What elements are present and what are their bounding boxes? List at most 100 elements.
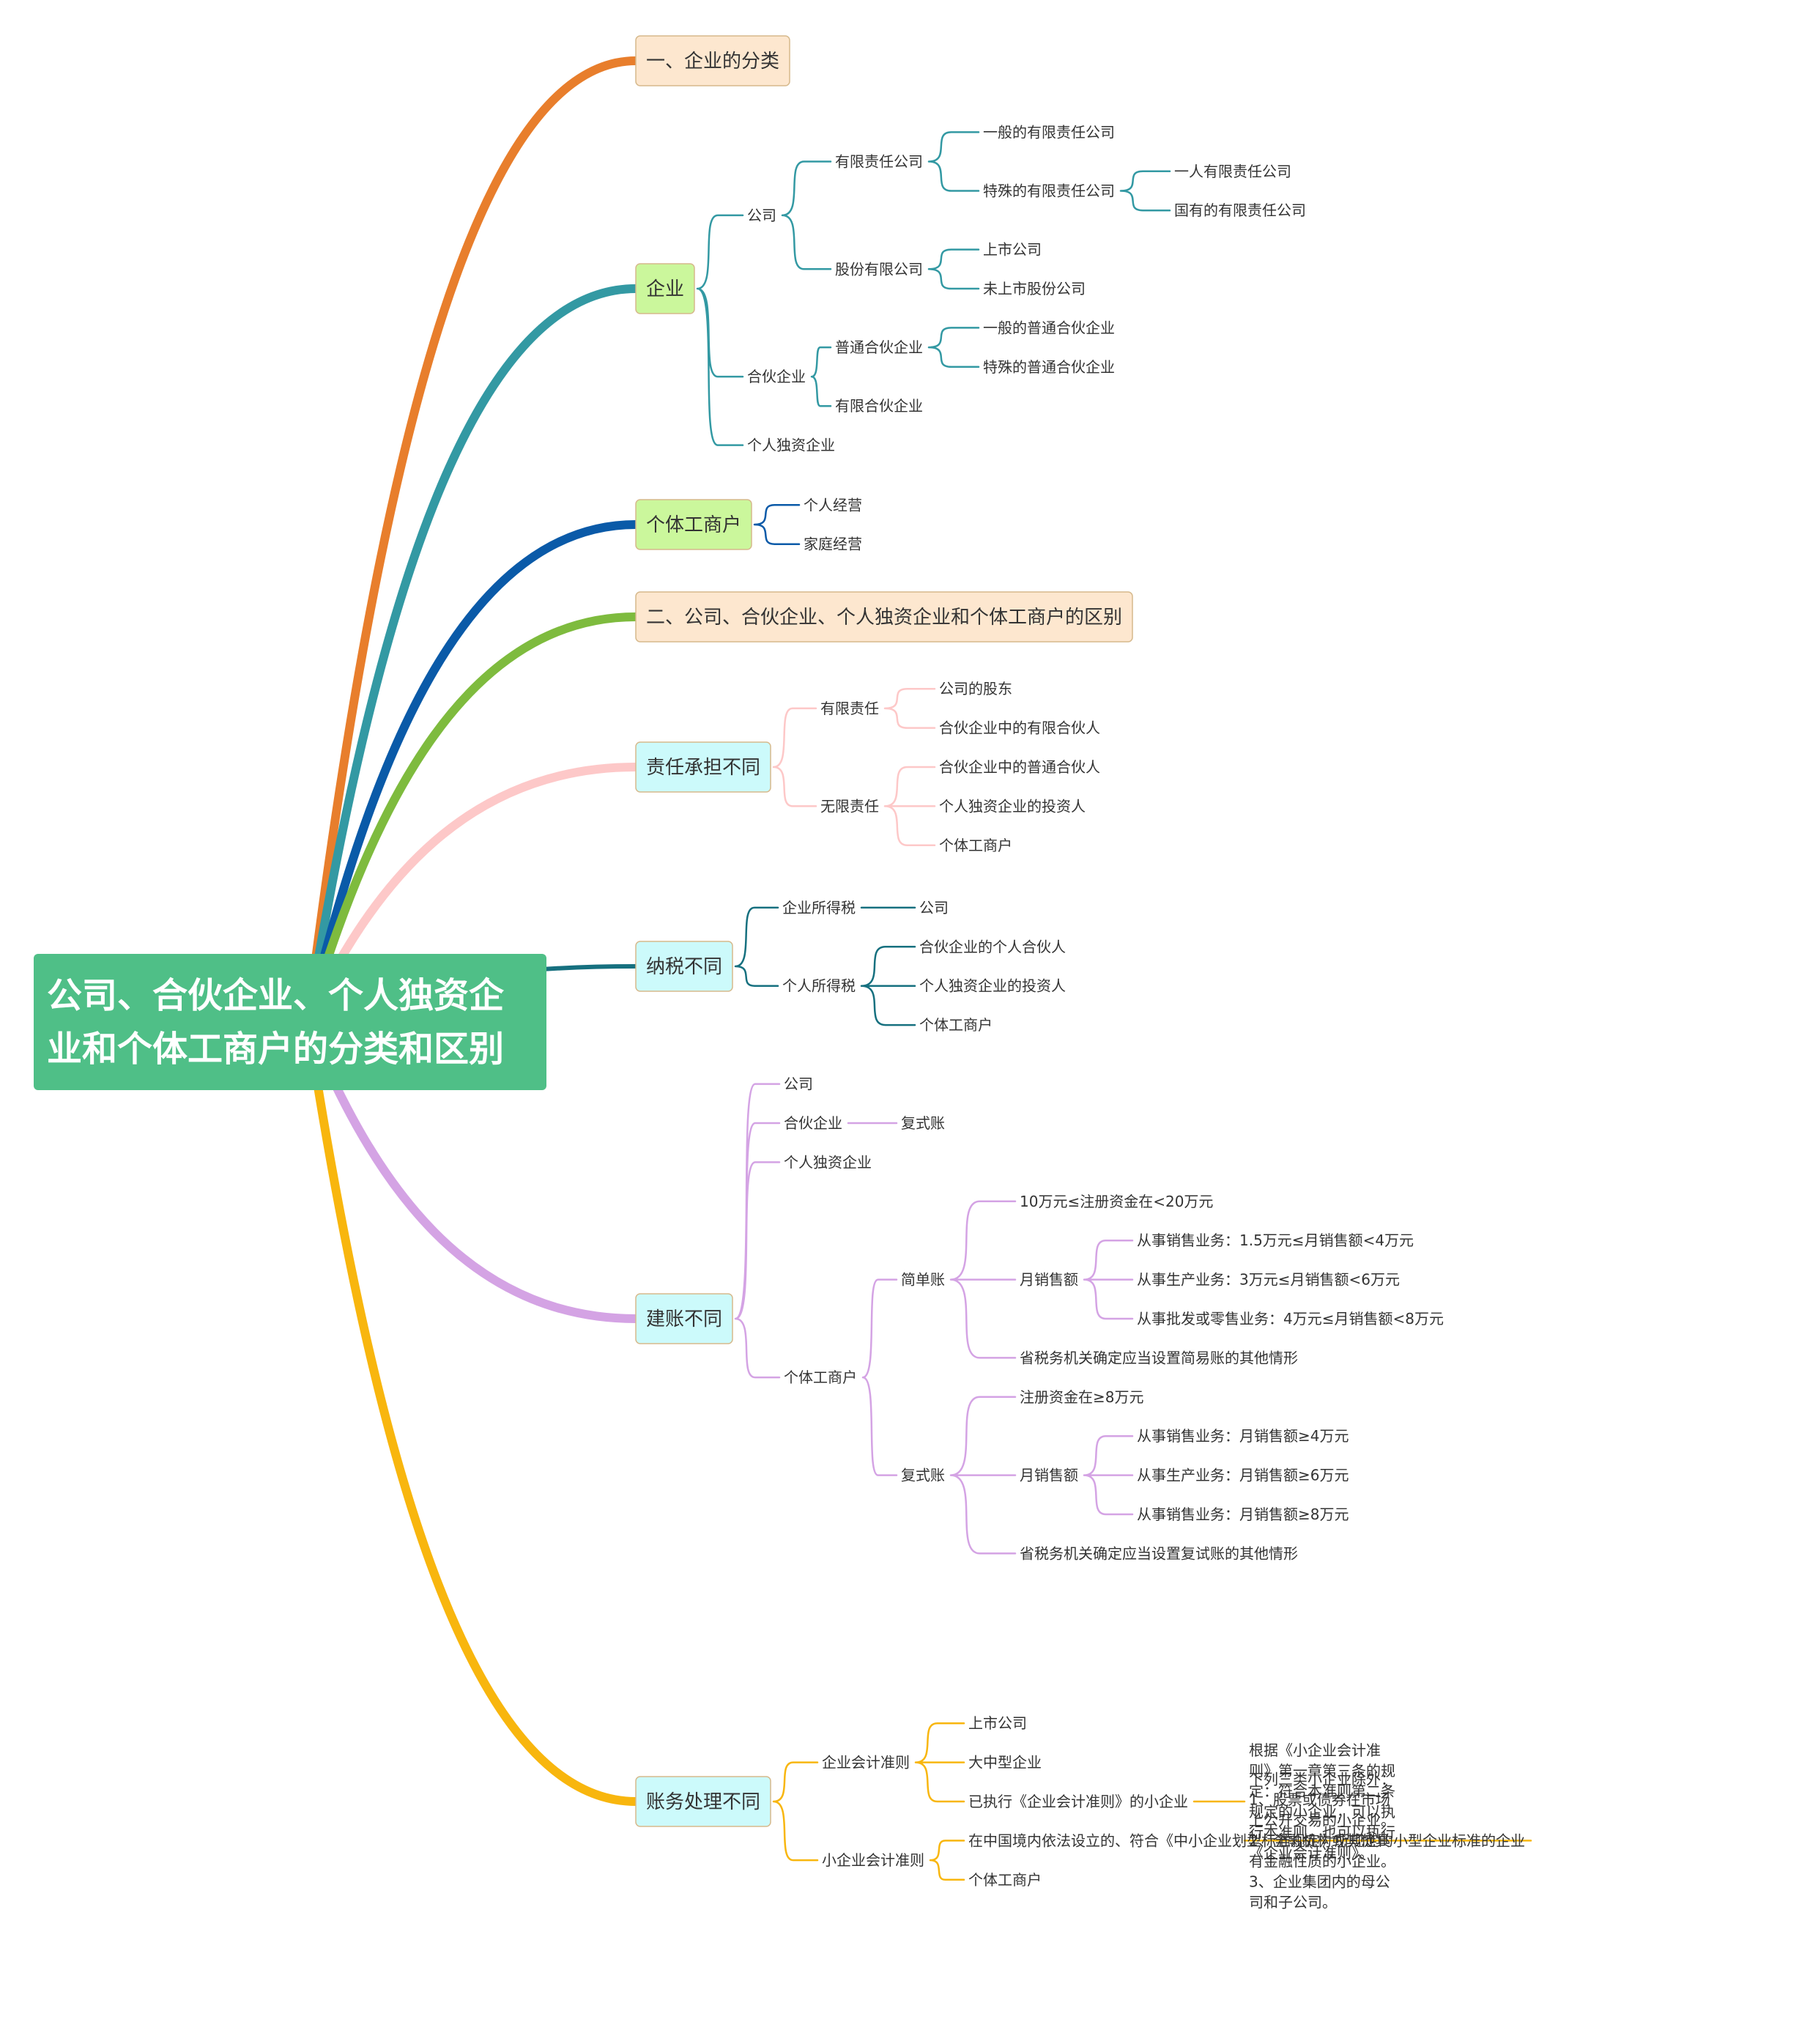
topic-node[interactable]: 特殊的普通合伙企业 [983, 358, 1115, 376]
branch-label: 建账不同 [646, 1308, 722, 1330]
topic-node[interactable]: 一般的普通合伙企业 [983, 319, 1115, 336]
topic-node[interactable]: 从事销售业务：月销售额≥8万元 [1137, 1506, 1349, 1523]
topic-node[interactable]: 从事销售业务：1.5万元≤月销售额<4万元 [1137, 1232, 1414, 1249]
topic-label: 有限合伙企业 [835, 397, 923, 415]
topic-label: 根据《小企业会计准 [1249, 1741, 1381, 1759]
topic-label: 复式账 [901, 1114, 945, 1132]
topic-node[interactable]: 已执行《企业会计准则》的小企业 [968, 1793, 1188, 1810]
branch-box [635, 941, 733, 992]
topic-label: 个体工商户 [919, 1016, 993, 1034]
branch-node[interactable]: 建账不同 [635, 1293, 733, 1344]
topic-label: 大中型企业 [968, 1754, 1042, 1771]
topic-node[interactable]: 从事生产业务：3万元≤月销售额<6万元 [1137, 1271, 1400, 1289]
topic-node[interactable]: 未上市股份公司 [983, 280, 1086, 297]
topic-label: 从事批发或零售业务：4万元≤月销售额<8万元 [1137, 1310, 1444, 1328]
topic-node[interactable]: 复式账 [901, 1114, 945, 1132]
topic-node[interactable]: 从事生产业务：月销售额≥6万元 [1137, 1467, 1349, 1484]
topic-node[interactable]: 企业会计准则 [822, 1754, 910, 1771]
topic-node[interactable]: 个人独资企业的投资人 [939, 797, 1086, 815]
topic-node[interactable]: 个人独资企业的投资人 [919, 977, 1066, 995]
topic-node[interactable]: 个人独资企业 [784, 1153, 872, 1171]
topic-node[interactable]: 公司 [784, 1075, 813, 1093]
topic-node[interactable]: 上市公司 [983, 241, 1042, 259]
topic-node[interactable]: 合伙企业 [784, 1114, 842, 1132]
connector [861, 1278, 898, 1476]
topic-node[interactable]: 个体工商户 [784, 1369, 857, 1386]
root-node[interactable]: 公司、合伙企业、个人独资企 业和个体工商户的分类和区别 [34, 954, 546, 1090]
topic-label: 个人所得税 [782, 977, 856, 995]
topic-node[interactable]: 股份有限公司 [835, 260, 923, 278]
topic-node[interactable]: 个体工商户 [968, 1871, 1042, 1889]
branch-node[interactable]: 二、公司、合伙企业、个人独资企业和个体工商户的区别 [635, 591, 1133, 643]
topic-label: 个体工商户 [968, 1871, 1042, 1889]
branch-node[interactable]: 纳税不同 [635, 941, 733, 992]
topic-node[interactable]: 大中型企业 [968, 1754, 1042, 1771]
topic-node[interactable]: 无限责任 [820, 797, 879, 815]
connector [772, 707, 817, 807]
topic-node[interactable]: 个人独资企业 [747, 437, 835, 454]
branch-connector [303, 612, 640, 1026]
topic-node[interactable]: 小企业会计准则 [822, 1851, 924, 1869]
topic-label: 合伙企业的个人合伙人 [919, 938, 1066, 955]
topic-label: 公司的股东 [939, 680, 1012, 697]
branch-node[interactable]: 账务处理不同 [635, 1776, 771, 1827]
connector [860, 946, 916, 1026]
topic-node[interactable]: 注册资金在≥8万元 [1020, 1388, 1143, 1406]
branch-node[interactable]: 企业 [635, 263, 695, 314]
topic-node[interactable]: 公司 [919, 899, 949, 917]
topic-label: 企业会计准则 [822, 1754, 910, 1771]
topic-label: 从事销售业务：1.5万元≤月销售额<4万元 [1137, 1232, 1414, 1249]
topic-node[interactable]: 个人所得税 [782, 977, 856, 995]
branch-label: 纳税不同 [646, 956, 722, 978]
connector [949, 1200, 1017, 1359]
topic-node[interactable]: 合伙企业的个人合伙人 [919, 938, 1066, 955]
topic-node[interactable]: 国有的有限责任公司 [1174, 201, 1306, 219]
topic-label: 10万元≤注册资金在<20万元 [1020, 1193, 1213, 1210]
branch-connector [303, 56, 640, 1026]
topic-node[interactable]: 合伙企业中的普通合伙人 [939, 758, 1100, 776]
topic-node[interactable]: 合伙企业 [747, 368, 806, 385]
topic-label: 合伙企业 [784, 1114, 842, 1132]
topic-node[interactable]: 月销售额 [1020, 1271, 1078, 1289]
topic-node[interactable]: 有限责任 [820, 700, 879, 717]
branch-box [635, 741, 771, 793]
topic-node[interactable]: 月销售额 [1020, 1467, 1078, 1484]
root-title-line-2: 业和个体工商户的分类和区别 [47, 1029, 504, 1070]
branch-node[interactable]: 个体工商户 [635, 499, 752, 550]
topic-node[interactable]: 个体工商户 [939, 837, 1012, 854]
topic-node[interactable]: 10万元≤注册资金在<20万元 [1020, 1193, 1213, 1210]
topic-node[interactable]: 从事批发或零售业务：4万元≤月销售额<8万元 [1137, 1310, 1444, 1328]
topic-node[interactable]: 合伙企业中的有限合伙人 [939, 719, 1100, 737]
topic-node[interactable]: 从事销售业务：月销售额≥4万元 [1137, 1427, 1349, 1445]
topic-node[interactable]: 复式账 [901, 1467, 945, 1484]
topic-node[interactable]: 有限责任公司 [835, 152, 923, 170]
topic-node[interactable]: 企业所得税 [782, 899, 856, 917]
topic-node[interactable]: 公司的股东 [939, 680, 1012, 697]
topic-node[interactable]: 在中国境内依法设立的、符合《中小企业划型标准规定》所规定的小型企业标准的企业 [968, 1832, 1525, 1849]
topic-node[interactable]: 省税务机关确定应当设置简易账的其他情形 [1020, 1349, 1298, 1366]
topic-label: 注册资金在≥8万元 [1020, 1388, 1143, 1406]
topic-node[interactable]: 下列三类小企业除外：1、股票或债券在市场上公开交易的小企业。2、全融机构或其他具… [1249, 1770, 1395, 1911]
connector [772, 1761, 819, 1862]
topic-node[interactable]: 公司 [747, 207, 776, 224]
topic-label: 一般的有限责任公司 [983, 123, 1115, 141]
topic-node[interactable]: 特殊的有限责任公司 [983, 182, 1115, 200]
topic-node[interactable]: 个人经营 [804, 496, 862, 514]
topic-node[interactable]: 一人有限责任公司 [1174, 163, 1291, 180]
topic-node[interactable]: 省税务机关确定应当设置复试账的其他情形 [1020, 1544, 1298, 1562]
topic-node[interactable]: 根据《小企业会计准则》第一章第三条的规定：符合本准则第二条规定的小企业，可以执行… [1249, 1741, 1395, 1862]
topic-node[interactable]: 简单账 [901, 1271, 945, 1289]
topic-label: 合伙企业中的普通合伙人 [939, 758, 1100, 776]
branch-node[interactable]: 一、企业的分类 [635, 35, 790, 86]
topic-node[interactable]: 有限合伙企业 [835, 397, 923, 415]
topic-node[interactable]: 一般的有限责任公司 [983, 123, 1115, 141]
connector [914, 1722, 965, 1803]
topic-node[interactable]: 家庭经营 [804, 536, 862, 553]
topic-label: 则》第一章第三条的规 [1249, 1762, 1395, 1780]
topic-label: 个人独资企业 [747, 437, 835, 454]
topic-node[interactable]: 个体工商户 [919, 1016, 993, 1034]
branch-node[interactable]: 责任承担不同 [635, 741, 771, 793]
node-layer: 一、企业的分类企业公司有限责任公司一般的有限责任公司特殊的有限责任公司一人有限责… [635, 35, 1525, 1911]
topic-node[interactable]: 上市公司 [968, 1714, 1027, 1732]
topic-node[interactable]: 普通合伙企业 [835, 338, 923, 356]
